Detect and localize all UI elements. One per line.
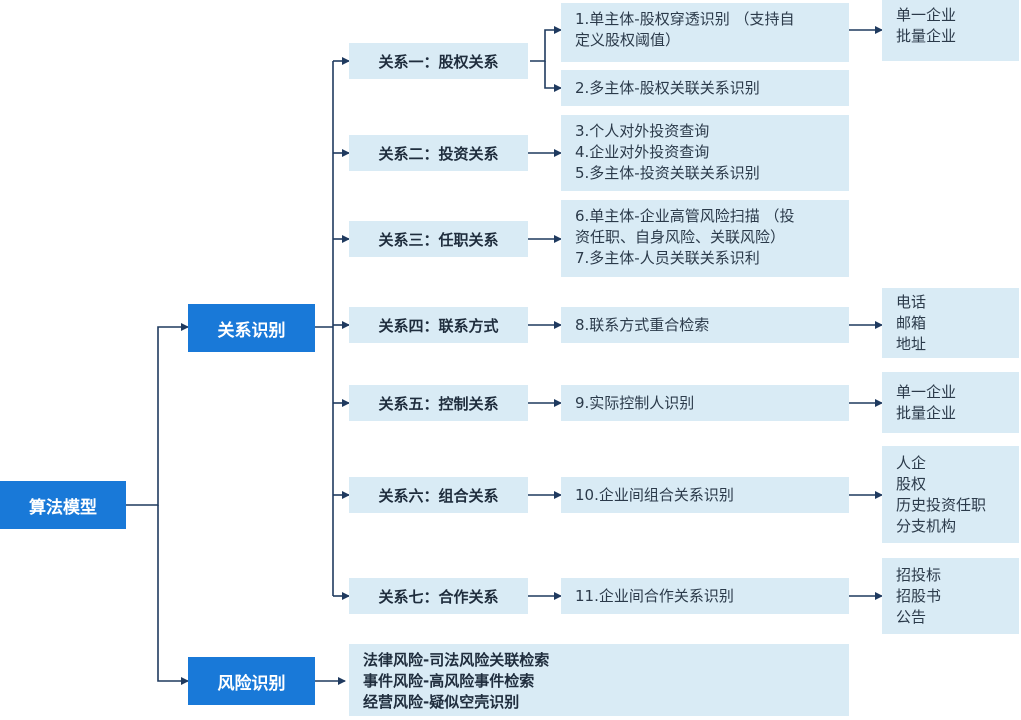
leaf-line: 批量企业 xyxy=(896,403,957,422)
description-node: 1.单主体-股权穿透识别 （支持自 定义股权阈值） xyxy=(561,3,849,62)
leaf-node: 单一企业 批量企业 xyxy=(882,0,1019,61)
leaf-line: 地址 xyxy=(896,334,927,353)
description-node: 8.联系方式重合检索 xyxy=(561,307,849,343)
description-line: 8.联系方式重合检索 xyxy=(575,315,710,334)
relation-node: 关系一：股权关系 xyxy=(349,43,528,79)
leaf-line: 批量企业 xyxy=(896,27,957,45)
root-node: 算法模型 xyxy=(0,481,126,529)
relation-node: 关系三：任职关系 xyxy=(349,221,528,257)
risk-line: 事件风险-高风险事件检索 xyxy=(363,672,535,690)
description-line: 7.多主体-人员关联关系识利 xyxy=(575,249,760,267)
relation-label: 关系五：控制关系 xyxy=(378,394,499,413)
risk-line: 法律风险-司法风险关联检索 xyxy=(363,651,550,669)
relation-label: 关系三：任职关系 xyxy=(378,230,499,249)
leaf-line: 单一企业 xyxy=(896,6,957,24)
description-line: 1.单主体-股权穿透识别 （支持自 xyxy=(575,10,795,28)
description-line: 4.企业对外投资查询 xyxy=(575,143,710,161)
description-line: 6.单主体-企业高管风险扫描 （投 xyxy=(575,207,795,225)
description-line: 定义股权阈值） xyxy=(575,31,681,49)
description-line: 10.企业间组合关系识别 xyxy=(575,485,734,504)
description-line: 9.实际控制人识别 xyxy=(575,393,695,412)
root-label: 算法模型 xyxy=(29,497,97,518)
description-line: 5.多主体-投资关联关系识别 xyxy=(575,164,760,182)
relation-node: 关系五：控制关系 xyxy=(349,385,528,421)
leaf-node: 招投标 招股书 公告 xyxy=(882,558,1019,634)
risk-items-node: 法律风险-司法风险关联检索 事件风险-高风险事件检索 经营风险-疑似空壳识别 xyxy=(349,644,849,716)
leaf-line: 单一企业 xyxy=(896,382,957,401)
relation-label: 关系一：股权关系 xyxy=(378,52,499,71)
description-node: 2.多主体-股权关联关系识别 xyxy=(561,70,849,106)
description-line: 3.个人对外投资查询 xyxy=(575,122,710,140)
leaf-line: 邮箱 xyxy=(896,313,927,332)
description-line: 2.多主体-股权关联关系识别 xyxy=(575,78,760,97)
relation-label: 关系二：投资关系 xyxy=(378,144,499,163)
relation-node: 关系四：联系方式 xyxy=(349,307,528,343)
leaf-line: 股权 xyxy=(896,474,927,493)
leaf-node: 人企 股权 历史投资任职 分支机构 xyxy=(882,446,1019,543)
relation-node: 关系七：合作关系 xyxy=(349,578,528,614)
leaf-line: 分支机构 xyxy=(896,516,957,535)
risk-recognition-node: 风险识别 xyxy=(188,657,315,705)
description-line: 资任职、自身风险、关联风险） xyxy=(575,228,786,246)
leaf-node: 电话 邮箱 地址 xyxy=(882,288,1019,358)
relation-label: 关系六：组合关系 xyxy=(378,486,499,505)
description-node: 3.个人对外投资查询 4.企业对外投资查询 5.多主体-投资关联关系识别 xyxy=(561,115,849,191)
relation-node: 关系二：投资关系 xyxy=(349,135,528,171)
description-node: 10.企业间组合关系识别 xyxy=(561,477,849,513)
description-node: 11.企业间合作关系识别 xyxy=(561,578,849,614)
leaf-line: 招股书 xyxy=(896,586,942,605)
description-line: 11.企业间合作关系识别 xyxy=(575,586,734,605)
description-node: 6.单主体-企业高管风险扫描 （投 资任职、自身风险、关联风险） 7.多主体-人… xyxy=(561,200,849,277)
risk-recognition-label: 风险识别 xyxy=(217,673,286,694)
relation-recognition-label: 关系识别 xyxy=(217,320,286,341)
risk-line: 经营风险-疑似空壳识别 xyxy=(363,693,520,711)
leaf-line: 人企 xyxy=(896,453,927,472)
relation-label: 关系四：联系方式 xyxy=(378,316,499,335)
relation-label: 关系七：合作关系 xyxy=(378,587,499,606)
description-node: 9.实际控制人识别 xyxy=(561,385,849,421)
relation-node: 关系六：组合关系 xyxy=(349,477,528,513)
leaf-line: 公告 xyxy=(896,607,927,626)
leaf-line: 招投标 xyxy=(896,565,942,584)
leaf-line: 历史投资任职 xyxy=(896,495,987,514)
relation-recognition-node: 关系识别 xyxy=(188,304,315,352)
leaf-line: 电话 xyxy=(896,292,927,311)
leaf-node: 单一企业 批量企业 xyxy=(882,372,1019,433)
